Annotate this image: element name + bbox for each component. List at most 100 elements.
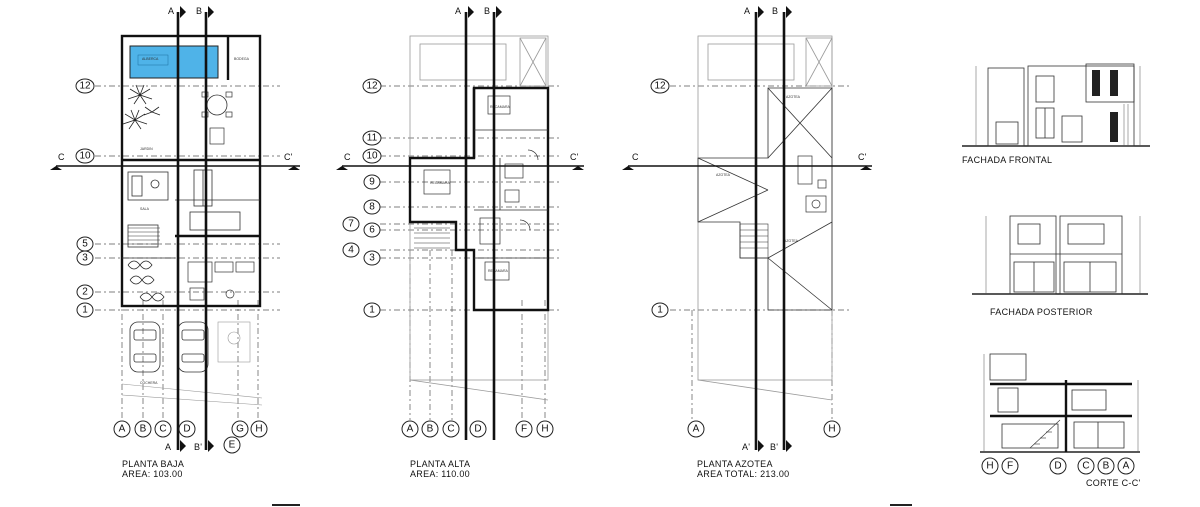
svg-text:B: B <box>1103 461 1110 472</box>
grid-col-bubble: E <box>223 436 241 454</box>
svg-text:AZOTEA: AZOTEA <box>784 239 799 243</box>
svg-text:11: 11 <box>367 133 378 144</box>
grid-row-bubble: 12 <box>650 78 670 94</box>
svg-text:RECAMARA: RECAMARA <box>430 181 451 185</box>
grid-col-bubble: A <box>1117 457 1135 475</box>
svg-text:H: H <box>986 461 993 472</box>
grid-col-bubble: H <box>981 457 999 475</box>
svg-text:12: 12 <box>366 81 378 92</box>
palm-tree-icon <box>122 84 161 130</box>
svg-text:D: D <box>1054 461 1061 472</box>
elevation-fachada-posterior: FACHADA POSTERIOR <box>972 215 1148 317</box>
plan-area: AREA: 110.00 <box>410 469 470 479</box>
section-mark-a: A <box>168 6 174 16</box>
grid-row-bubble: 9 <box>363 174 381 190</box>
section-mark-b: B <box>484 6 490 16</box>
grid-col-bubble: B <box>421 420 439 438</box>
grid-col-bubble: H <box>823 420 841 438</box>
grid-row-bubble: 5 <box>76 236 94 252</box>
svg-text:AZOTEA: AZOTEA <box>786 95 801 99</box>
plan-title: PLANTA AZOTEA <box>697 459 773 469</box>
svg-text:F: F <box>1007 461 1013 472</box>
section-mark-b: B <box>196 6 202 16</box>
elevation-title: FACHADA POSTERIOR <box>990 307 1093 317</box>
svg-text:8: 8 <box>369 202 375 213</box>
section-mark-a: A <box>744 6 750 16</box>
grid-row-bubble: 7 <box>342 216 360 232</box>
svg-text:H: H <box>541 424 548 435</box>
svg-text:SALA: SALA <box>140 207 150 211</box>
grid-col-bubble: F <box>1001 457 1019 475</box>
plan-planta-alta: RECAMARA RECAMARA RECAMARA A B C C' 12 1… <box>336 6 584 479</box>
svg-text:6: 6 <box>369 225 375 236</box>
section-title: CORTE C-C' <box>1086 478 1141 488</box>
section-mark-c-prime: C' <box>284 152 293 162</box>
grid-col-bubble: A <box>687 420 705 438</box>
section-mark-c: C <box>58 152 65 162</box>
svg-text:4: 4 <box>348 245 354 256</box>
svg-text:A: A <box>1123 461 1130 472</box>
pool <box>129 45 219 79</box>
grid-col-bubble: D <box>469 420 487 438</box>
grid-row-bubble: 10 <box>75 148 95 164</box>
svg-text:RECAMARA: RECAMARA <box>490 105 511 109</box>
svg-text:BODEGA: BODEGA <box>234 57 250 61</box>
section-mark-b-prime: B' <box>770 442 778 452</box>
living-furniture <box>127 169 241 248</box>
plan-title: PLANTA ALTA <box>410 459 470 469</box>
svg-text:A: A <box>407 424 414 435</box>
grid-col-bubble: C <box>154 420 172 438</box>
svg-text:F: F <box>521 424 527 435</box>
grid-row-bubble: 12 <box>362 78 382 94</box>
grid-col-bubble: A <box>401 420 419 438</box>
grid-row-bubble: 1 <box>651 302 669 318</box>
svg-text:1: 1 <box>657 305 663 316</box>
grid-col-bubble: D <box>178 420 196 438</box>
plan-area: AREA TOTAL: 213.00 <box>697 469 789 479</box>
stairs <box>128 227 160 245</box>
grid-row-bubble: 3 <box>363 250 381 266</box>
grid-row-bubble: 11 <box>362 130 382 146</box>
grid-col-bubble: H <box>250 420 268 438</box>
svg-text:ALBERCA: ALBERCA <box>142 57 159 61</box>
section-arrow-icon <box>758 6 792 452</box>
svg-text:3: 3 <box>369 253 375 264</box>
svg-text:1: 1 <box>369 305 375 316</box>
svg-text:1: 1 <box>82 305 88 316</box>
svg-text:9: 9 <box>369 177 375 188</box>
svg-text:AZOTEA: AZOTEA <box>716 173 731 177</box>
svg-text:7: 7 <box>348 219 354 230</box>
svg-text:C: C <box>159 424 166 435</box>
grid-col-bubble: C <box>442 420 460 438</box>
svg-text:12: 12 <box>79 81 91 92</box>
svg-text:H: H <box>255 424 262 435</box>
plan-planta-baja: ALBERCA JARDIN SALA COCHERA BODEGA A B A… <box>50 6 300 479</box>
grid-lines <box>95 85 280 420</box>
svg-text:2: 2 <box>82 287 88 298</box>
grid-lines <box>670 85 850 420</box>
section-arrow-icon <box>180 6 214 452</box>
svg-text:G: G <box>236 424 244 435</box>
exterior-walls <box>120 34 262 308</box>
grid-lines <box>380 85 560 420</box>
plan-title: PLANTA BAJA <box>122 459 184 469</box>
section-mark-c-prime: C' <box>858 152 867 162</box>
grid-row-bubble: 6 <box>363 222 381 238</box>
section-mark-a: A <box>455 6 461 16</box>
grid-row-bubble: 8 <box>363 199 381 215</box>
svg-text:D: D <box>183 424 190 435</box>
grid-col-bubble: B <box>134 420 152 438</box>
svg-text:B: B <box>427 424 434 435</box>
svg-text:JARDIN: JARDIN <box>140 147 153 151</box>
stairs <box>1029 419 1061 449</box>
svg-text:12: 12 <box>654 81 666 92</box>
section-mark-c-prime: C' <box>570 152 579 162</box>
grid-row-bubble: 10 <box>362 148 382 164</box>
section-mark-c: C <box>632 152 639 162</box>
exterior-walls <box>408 86 550 312</box>
section-mark-b: B <box>772 6 778 16</box>
roof-outline <box>697 87 833 311</box>
svg-text:5: 5 <box>82 239 88 250</box>
round-table <box>206 94 228 116</box>
